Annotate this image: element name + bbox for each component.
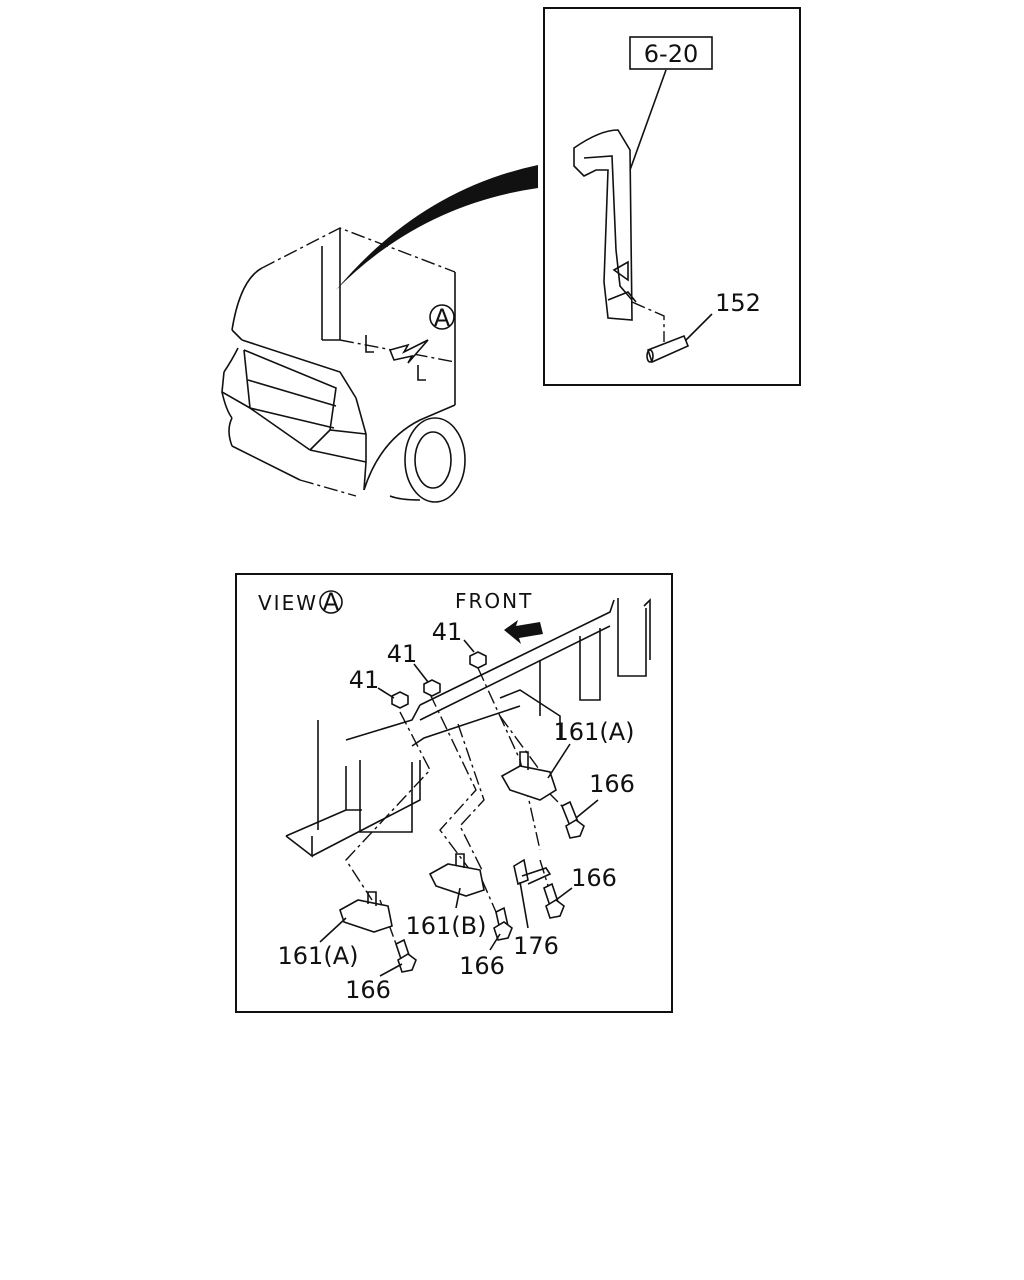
label-41-top: 41 xyxy=(432,618,463,646)
part-176 xyxy=(513,858,552,886)
nut-41-left xyxy=(391,691,409,709)
bracket-161a-right xyxy=(500,751,557,801)
label-166-mid: 166 xyxy=(459,952,505,980)
svg-text:A: A xyxy=(434,304,451,332)
clip-152 xyxy=(646,334,690,364)
view-title: VIEW xyxy=(258,591,318,615)
bracket-161b-mid xyxy=(428,853,485,897)
bolt-166-right xyxy=(560,800,585,839)
ref-label: 6-20 xyxy=(644,40,698,68)
label-41-mid: 41 xyxy=(387,640,418,668)
vehicle-cab-illustration xyxy=(221,165,538,503)
bolt-166-right-mid xyxy=(543,882,565,919)
label-166-left: 166 xyxy=(345,976,391,1004)
body-frame xyxy=(285,598,651,858)
label-161a-right: 161(A) xyxy=(554,718,635,746)
label-161b-mid: 161(B) xyxy=(406,912,487,940)
bracket-161a-left xyxy=(339,891,393,933)
front-arrow-icon xyxy=(504,620,543,644)
view-a-panel: VIEW A FRONT xyxy=(235,573,673,1013)
label-152: 152 xyxy=(715,289,761,317)
label-166-right-top: 166 xyxy=(589,770,635,798)
bolt-166-mid xyxy=(493,906,513,941)
label-176: 176 xyxy=(513,932,559,960)
front-label: FRONT xyxy=(455,589,533,613)
bolt-166-left xyxy=(395,938,417,973)
view-letter: A xyxy=(323,588,340,616)
label-41-left: 41 xyxy=(349,666,380,694)
nut-41-top xyxy=(469,651,487,669)
nut-41-mid xyxy=(423,679,441,697)
label-161a-left: 161(A) xyxy=(278,942,359,970)
detail-callout-box: 6-20 152 xyxy=(543,7,801,386)
label-166-right-mid: 166 xyxy=(571,864,617,892)
view-a-marker: A xyxy=(429,304,455,332)
